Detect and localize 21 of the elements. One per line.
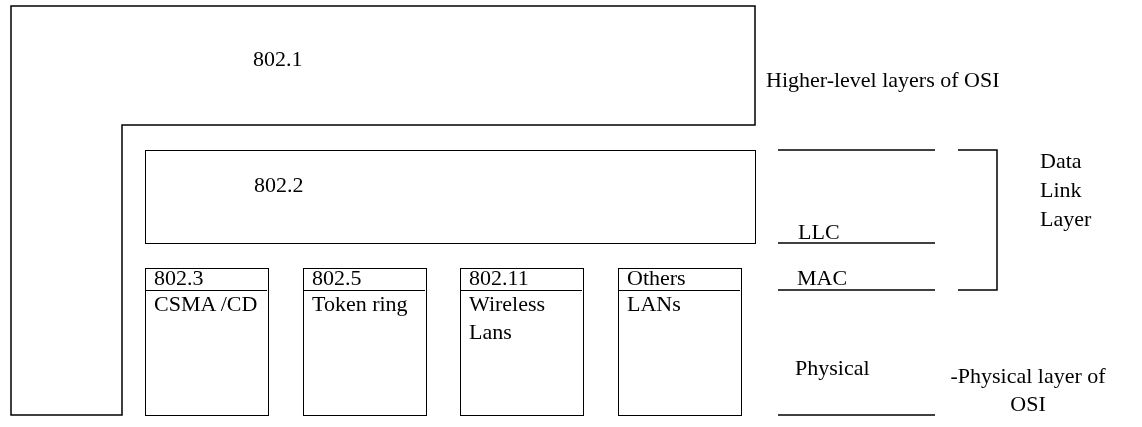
layer-box [145, 150, 756, 244]
standard-number: Others [627, 266, 686, 290]
protocol-name: LANs [627, 290, 682, 318]
layer-caption: LLC [798, 220, 840, 244]
layer-caption: -Physical layer of OSI [949, 362, 1107, 418]
layer-caption: Physical [795, 356, 870, 380]
protocol-box [460, 268, 584, 416]
protocol-name: Token ring [312, 290, 409, 318]
protocol-box [145, 268, 269, 416]
layer-label: 802.1 [253, 47, 303, 71]
standard-number: 802.5 [312, 266, 362, 290]
layer-caption: Higher-level layers of OSI [766, 68, 1000, 92]
protocol-name: Wireless Lans [469, 290, 547, 346]
standard-number: 802.3 [154, 266, 204, 290]
protocol-box [303, 268, 427, 416]
standard-number: 802.11 [469, 266, 529, 290]
layer-label: 802.2 [254, 173, 304, 197]
protocol-box [618, 268, 742, 416]
protocol-name: CSMA /CD [154, 290, 259, 318]
layer-caption: Data Link Layer [1040, 147, 1093, 233]
layer-caption: MAC [797, 266, 848, 290]
